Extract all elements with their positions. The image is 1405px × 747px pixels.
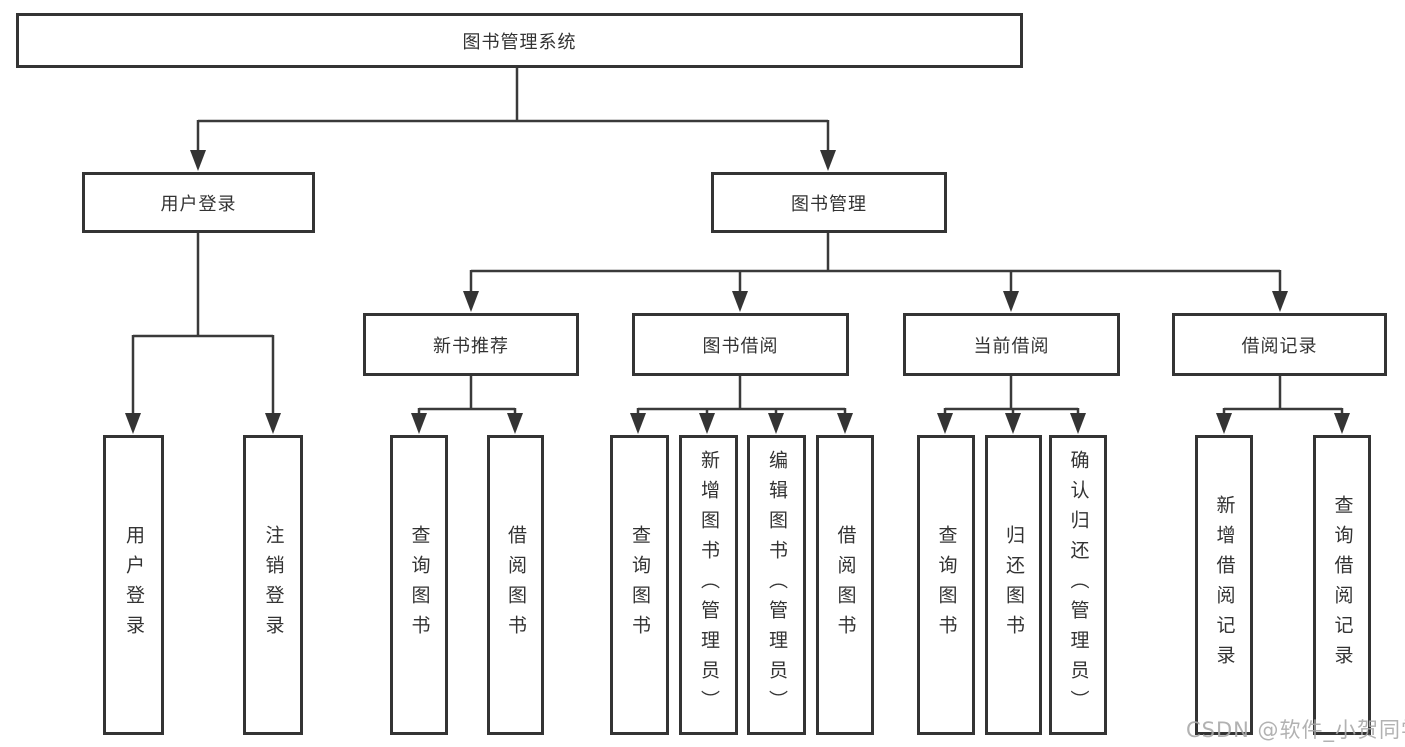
leaf-return-book-label: 归还图书 [1003,525,1025,645]
node-current-borrowing-label: 当前借阅 [973,335,1050,357]
leaf-borrow-books-recommend: 借阅图书 [487,435,544,735]
leaf-user-login-label: 用户登录 [123,525,145,645]
node-user-login-branch: 用户登录 [82,172,315,233]
leaf-confirm-return-admin-label: 确认归还（管理员） [1067,450,1090,720]
leaf-return-book: 归还图书 [985,435,1042,735]
leaf-query-books-current: 查询图书 [917,435,975,735]
node-book-borrowing-label: 图书借阅 [702,335,779,357]
leaf-query-books-borrowing-label: 查询图书 [629,525,651,645]
node-book-management-label: 图书管理 [791,193,867,215]
node-root-label: 图书管理系统 [462,31,577,53]
node-root: 图书管理系统 [16,13,1023,68]
leaf-logout: 注销登录 [243,435,303,735]
leaf-add-book-admin-label: 新增图书（管理员） [698,450,720,720]
leaf-query-borrow-record-label: 查询借阅记录 [1331,495,1354,675]
node-new-book-recommend-label: 新书推荐 [433,335,509,357]
node-borrowing-records-label: 借阅记录 [1241,335,1318,357]
leaf-edit-book-admin: 编辑图书（管理员） [747,435,806,735]
node-book-borrowing: 图书借阅 [632,313,849,376]
node-user-login-branch-label: 用户登录 [160,193,237,215]
node-current-borrowing: 当前借阅 [903,313,1120,376]
leaf-query-borrow-record: 查询借阅记录 [1313,435,1371,735]
leaf-query-books-recommend: 查询图书 [390,435,448,735]
leaf-query-books-current-label: 查询图书 [935,525,958,645]
leaf-add-borrow-record-label: 新增借阅记录 [1213,495,1236,675]
leaf-borrow-books-borrowing: 借阅图书 [816,435,874,735]
leaf-edit-book-admin-label: 编辑图书（管理员） [766,450,788,720]
leaf-logout-label: 注销登录 [262,525,285,645]
csdn-watermark: CSDN @软件_小贺同学 [1186,718,1405,742]
node-book-management: 图书管理 [711,172,947,233]
leaf-query-books-recommend-label: 查询图书 [408,525,431,645]
node-new-book-recommend: 新书推荐 [363,313,579,376]
node-borrowing-records: 借阅记录 [1172,313,1387,376]
leaf-borrow-books-borrowing-label: 借阅图书 [834,525,857,645]
leaf-user-login: 用户登录 [103,435,164,735]
leaf-add-book-admin: 新增图书（管理员） [679,435,738,735]
leaf-confirm-return-admin: 确认归还（管理员） [1049,435,1107,735]
leaf-add-borrow-record: 新增借阅记录 [1195,435,1253,735]
leaf-query-books-borrowing: 查询图书 [610,435,669,735]
leaf-borrow-books-recommend-label: 借阅图书 [505,525,527,645]
